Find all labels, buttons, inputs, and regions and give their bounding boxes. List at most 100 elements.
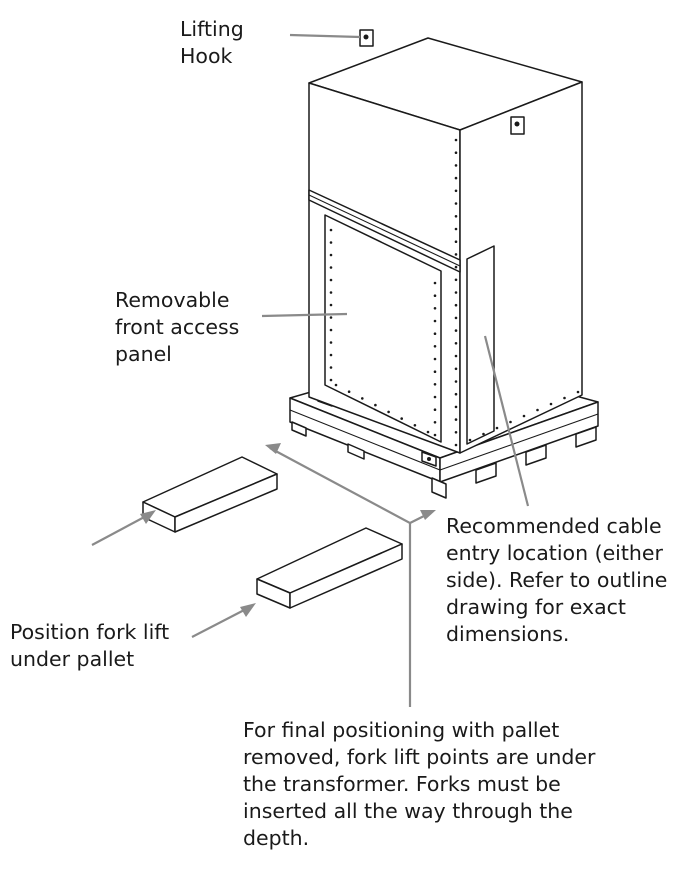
label-fork-lift: Position fork lift under pallet (10, 619, 200, 673)
leader-lifting-hook (289, 33, 361, 39)
enclosure-fastener-corner (454, 253, 458, 256)
label-final-positioning-line: depth. (243, 826, 310, 850)
panel-fastener-right (433, 319, 437, 323)
enclosure-fastener-corner (454, 240, 458, 243)
enclosure-fastener-corner (454, 367, 458, 371)
enclosure-fastener-corner (454, 202, 458, 205)
pallet-block-center (347, 443, 365, 460)
panel-fastener-left (329, 341, 333, 344)
pallet-block-front (431, 477, 447, 499)
panel-fastener-bottom (387, 410, 390, 414)
panel-fastener-right (433, 433, 437, 437)
label-fork-lift-line: Position fork lift (10, 620, 170, 644)
leader-fork-upper (91, 513, 151, 546)
fork-tine-upper-side (174, 473, 278, 533)
cable-entry-plate (466, 245, 495, 445)
panel-fastener-right (433, 281, 437, 285)
panel-fastener-bottom (413, 424, 417, 427)
leader-fork-lower (191, 606, 251, 638)
enclosure-fastener-corner (454, 316, 458, 320)
label-final-positioning-line: For final positioning with pallet (243, 718, 560, 742)
enclosure-fastener-corner (454, 443, 458, 447)
leader-lines (91, 33, 530, 707)
leader-front-panel (261, 312, 348, 318)
label-cable-entry-line: Recommended cable (446, 514, 662, 538)
panel-fastener-right (433, 294, 437, 298)
pallet-block-left (291, 421, 307, 437)
pallet-front-board-line (289, 409, 441, 471)
panel-fastener-right (433, 357, 437, 361)
lifting-hook-rear-hole (363, 34, 369, 40)
label-cable-entry-line: drawing for exact (446, 595, 626, 619)
panel-fastener-left (329, 316, 333, 319)
pallet-block-right-3 (575, 426, 597, 448)
panel-fastener-left (329, 303, 333, 307)
panel-fastener-right (433, 370, 437, 374)
enclosure-fastener-corner (454, 215, 458, 218)
label-cable-entry-line: dimensions. (446, 622, 570, 646)
panel-fastener-right (433, 332, 437, 336)
enclosure-fastener-corner (454, 329, 458, 332)
label-final-positioning-line: the transformer. Forks must be (243, 772, 561, 796)
panel-fastener-left (329, 291, 333, 294)
label-cable-entry-line: entry location (either (446, 541, 663, 565)
panel-fastener-right (433, 345, 437, 348)
panel-fastener-left (329, 241, 333, 244)
panel-fastener-right (433, 383, 437, 386)
label-final-positioning: For final positioning with pallet remove… (243, 717, 663, 852)
panel-fastener-left (329, 266, 333, 269)
transformer-enclosure (308, 37, 583, 454)
enclosure-fastener-corner (454, 278, 458, 282)
label-lifting-hook-line: Hook (180, 44, 233, 68)
enclosure-fastener-corner (454, 303, 458, 307)
enclosure-fastener-corner (454, 151, 458, 154)
enclosure-fastener-corner (454, 189, 458, 193)
fork-tines (142, 456, 403, 609)
pallet-block-right-1 (475, 462, 497, 484)
leader-cable-entry (483, 335, 530, 507)
arrowhead-final-left (265, 443, 281, 454)
enclosure-fastener-corner (454, 265, 458, 269)
pallet-right-board-line (439, 413, 599, 471)
panel-fastener-bottom (347, 390, 351, 394)
enclosure-fastener-corner (454, 164, 458, 167)
label-front-panel-line: front access (115, 315, 240, 339)
enclosure-fastener-corner (454, 138, 458, 142)
label-cable-entry: Recommended cable entry location (either… (446, 513, 688, 648)
panel-fastener-left (329, 228, 333, 232)
enclosure-fastener-corner (454, 354, 458, 358)
panel-fastener-left (329, 328, 333, 332)
lifting-rail-edge (308, 194, 461, 267)
enclosure-fastener-base (576, 390, 580, 394)
enclosure-fastener-base (563, 396, 566, 400)
label-final-positioning-line: removed, fork lift points are under (243, 745, 596, 769)
panel-fastener-bottom (334, 383, 338, 387)
fork-tine-lower-side (289, 543, 403, 609)
panel-fastener-left (329, 278, 333, 282)
label-lifting-hook: Lifting Hook (180, 16, 290, 70)
enclosure-fastener-corner (454, 176, 458, 180)
pallet-block-right-2 (525, 444, 547, 466)
label-fork-lift-line: under pallet (10, 647, 135, 671)
arrowhead-fork-upper (140, 510, 156, 524)
panel-fastener-right (433, 307, 437, 310)
panel-fastener-left (329, 253, 333, 257)
panel-fastener-bottom (374, 403, 377, 407)
arrowhead-fork-lower (240, 603, 256, 617)
lifting-hook-right-hole (514, 121, 520, 127)
enclosure-fastener-corner (454, 405, 458, 409)
label-final-positioning-line: inserted all the way through the (243, 799, 573, 823)
enclosure-fastener-base (468, 438, 472, 442)
label-front-access-panel: Removable front access panel (115, 287, 285, 368)
panel-fastener-left (329, 366, 333, 369)
enclosure-fastener-base (522, 414, 526, 418)
pallet-bracket-bolt-front (427, 457, 431, 461)
enclosure-fastener-corner (454, 291, 458, 294)
panel-fastener-right (433, 408, 437, 412)
panel-fastener-right (433, 395, 437, 399)
panel-fastener-bottom (426, 430, 430, 434)
lifting-hooks (359, 29, 525, 135)
label-front-panel-line: Removable (115, 288, 230, 312)
enclosure-fastener-corner (454, 227, 458, 231)
